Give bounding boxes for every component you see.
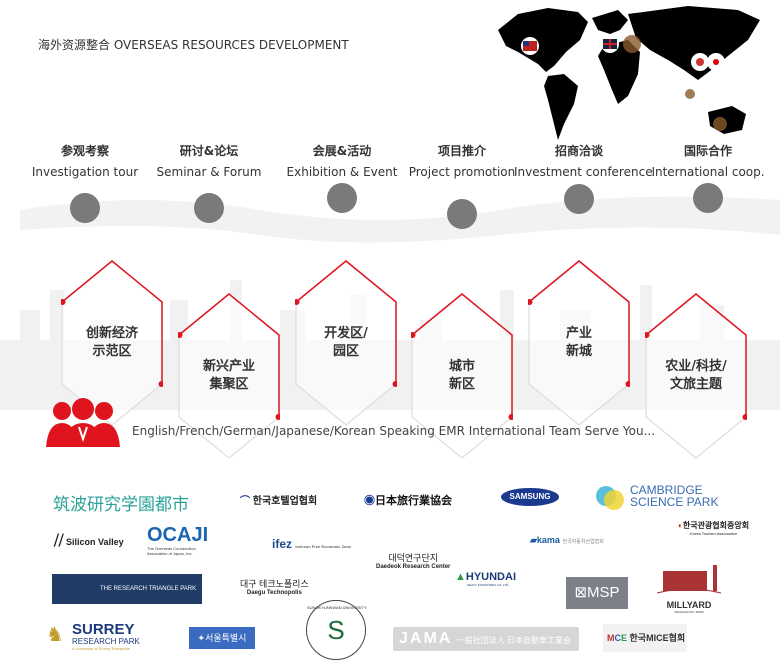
- zone-label: 新兴产业 集聚区: [202, 359, 255, 392]
- hexagon-outline: [411, 293, 513, 459]
- logo-surrey-research-park[interactable]: ♞ SURREY RESEARCH PARK A University of S…: [46, 621, 140, 651]
- logo-msp[interactable]: ⊠MSP: [566, 577, 628, 609]
- logo-jata[interactable]: ◉日本旅行業協会: [364, 495, 452, 507]
- service-title-zh: 会展&活动: [312, 144, 372, 158]
- logo-skku[interactable]: SUNGKYUNKWAN UNIVERSITY S: [306, 600, 367, 660]
- zone-hexagon[interactable]: 新兴产业 集聚区: [178, 293, 280, 459]
- service-title-en: International coop.: [651, 165, 765, 179]
- hexagon-outline: [61, 260, 163, 426]
- zone-hexagon[interactable]: 创新经济 示范区: [61, 260, 163, 426]
- cambridge-leaf-icon: [596, 486, 624, 510]
- logo-tsukuba[interactable]: 筑波研究学園都市: [53, 495, 189, 514]
- service-title-en: Project promotion: [408, 165, 516, 179]
- service-item[interactable]: 研讨&论坛 Seminar & Forum: [144, 142, 274, 179]
- logo-hyundai[interactable]: ▲HYUNDAI HEAVY INDUSTRIES CO.,LTD.: [455, 571, 517, 587]
- service-item[interactable]: 项目推介 Project promotion: [397, 142, 527, 179]
- service-title-zh: 项目推介: [437, 144, 486, 158]
- hexagon-outline: [528, 260, 630, 426]
- logo-silicon-valley[interactable]: ⧸⧸ Silicon Valley: [54, 532, 124, 548]
- logo-ocaji[interactable]: OCAJI The Overseas Construction Associat…: [147, 524, 209, 556]
- service-title-en: Exhibition & Event: [286, 165, 398, 179]
- timeline-dot: [70, 193, 100, 223]
- logo-seoul[interactable]: ✦서울특별시: [189, 627, 255, 649]
- logo-jama[interactable]: JAMA 一般社団法人 日本自動車工業会: [393, 627, 579, 651]
- service-title-en: Investigation tour: [31, 165, 139, 179]
- logo-research-triangle-park[interactable]: THE RESEARCH TRIANGLE PARK: [52, 574, 202, 604]
- service-title-zh: 国际合作: [683, 144, 732, 158]
- zone-hexagon[interactable]: 农业/科技/ 文旅主题: [645, 293, 747, 459]
- hexagon-outline: [645, 293, 747, 459]
- zone-label: 产业 新城: [565, 326, 592, 359]
- timeline-dot: [194, 193, 224, 223]
- timeline-wave: [20, 196, 780, 243]
- zone-hexagon[interactable]: 产业 新城: [528, 260, 630, 426]
- logo-korea-hotel-association[interactable]: ⌒ 한국호텔업협회: [240, 496, 318, 507]
- zone-label: 开发区/ 园区: [324, 326, 368, 359]
- zone-label: 农业/科技/ 文旅主题: [665, 359, 727, 392]
- timeline-dot: [693, 183, 723, 213]
- service-item[interactable]: 国际合作 International coop.: [643, 142, 773, 179]
- logo-ifez[interactable]: ifez Incheon Free Economic Zone: [272, 537, 352, 551]
- service-item[interactable]: 会展&活动 Exhibition & Event: [277, 142, 407, 179]
- logo-samsung[interactable]: SAMSUNG: [501, 488, 559, 506]
- logo-kama[interactable]: ▰kama 한국자동차산업협회: [530, 535, 604, 545]
- page-title: 海外资源整合 OVERSEAS RESOURCES DEVELOPMENT: [38, 38, 349, 52]
- hexagon-outline: [295, 260, 397, 426]
- service-title-en: Seminar & Forum: [156, 165, 262, 179]
- service-title-zh: 研讨&论坛: [179, 144, 239, 158]
- service-title-en: Investment conference: [514, 165, 653, 179]
- hexagon-outline: [178, 293, 280, 459]
- millyard-building-icon: [656, 565, 722, 594]
- zone-hexagon[interactable]: 城市 新区: [411, 293, 513, 459]
- timeline-dot: [564, 184, 594, 214]
- timeline-dot: [447, 199, 477, 229]
- world-map: [498, 6, 760, 140]
- logo-korea-mice[interactable]: MCE 한국MICE협회: [603, 624, 687, 652]
- team-people-icon: [46, 398, 120, 447]
- zone-hexagon[interactable]: 开发区/ 园区: [295, 260, 397, 426]
- zone-label: 城市 新区: [448, 359, 475, 392]
- logo-kta[interactable]: ◐한국관광협회중앙회 Korea Tourism Association: [678, 521, 750, 536]
- service-item[interactable]: 招商洽谈 Investment conference: [514, 142, 653, 179]
- service-title-zh: 招商洽谈: [554, 144, 603, 158]
- timeline-dot: [327, 183, 357, 213]
- service-item[interactable]: 参观考察 Investigation tour: [20, 142, 150, 179]
- team-description: English/French/German/Japanese/Korean Sp…: [132, 424, 656, 438]
- zone-label: 创新经济 示范区: [85, 326, 138, 359]
- stag-icon: ♞: [46, 624, 64, 646]
- service-title-zh: 参观考察: [60, 144, 109, 158]
